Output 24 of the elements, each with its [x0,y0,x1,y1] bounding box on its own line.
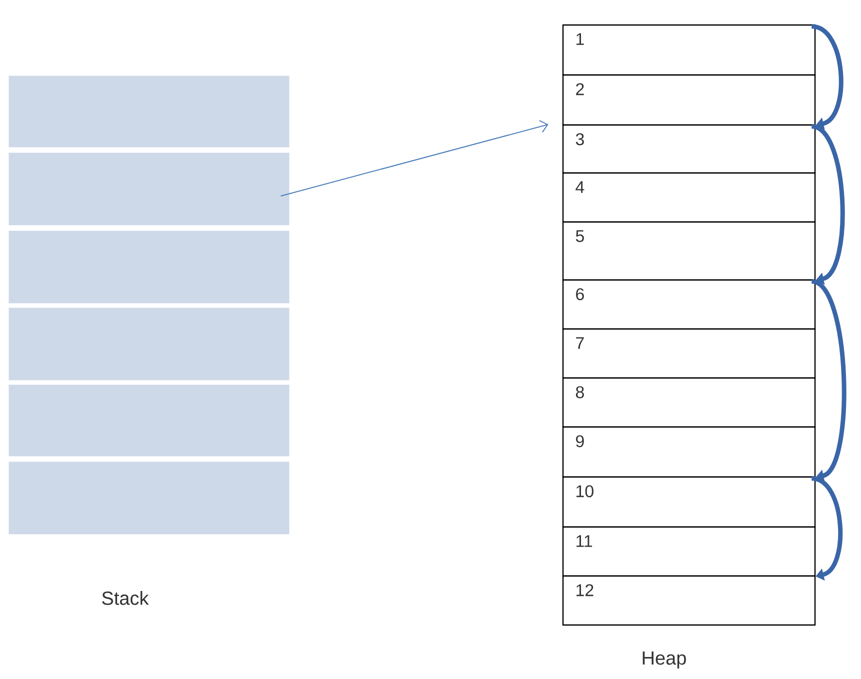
arrow [810,124,845,285]
heap-cell: 10 [562,476,816,528]
caption-label: Stack [102,591,149,605]
heap-cell: 6 [562,279,816,330]
stack-cell [7,306,291,382]
heap-cell: 8 [562,377,816,428]
stack-cell [7,74,291,149]
stack-cell [7,229,291,305]
stack-cell [7,151,291,227]
heap-cell: 11 [562,526,816,577]
heap-cell: 9 [562,426,816,478]
heap-cell: 4 [562,172,816,223]
heap-cell: 3 [562,124,816,174]
stack-cell [7,383,291,458]
heap-cell: 12 [562,575,816,626]
arrow [811,476,843,581]
arrow [280,120,548,196]
heap-cell: 5 [562,221,816,281]
caption-label: Heap [642,652,686,668]
heap-cell: 1 [562,24,816,76]
heap-cell: 2 [562,74,816,126]
heap-cell: 7 [562,328,816,379]
stack-cell [7,460,291,536]
arrow [810,279,846,482]
